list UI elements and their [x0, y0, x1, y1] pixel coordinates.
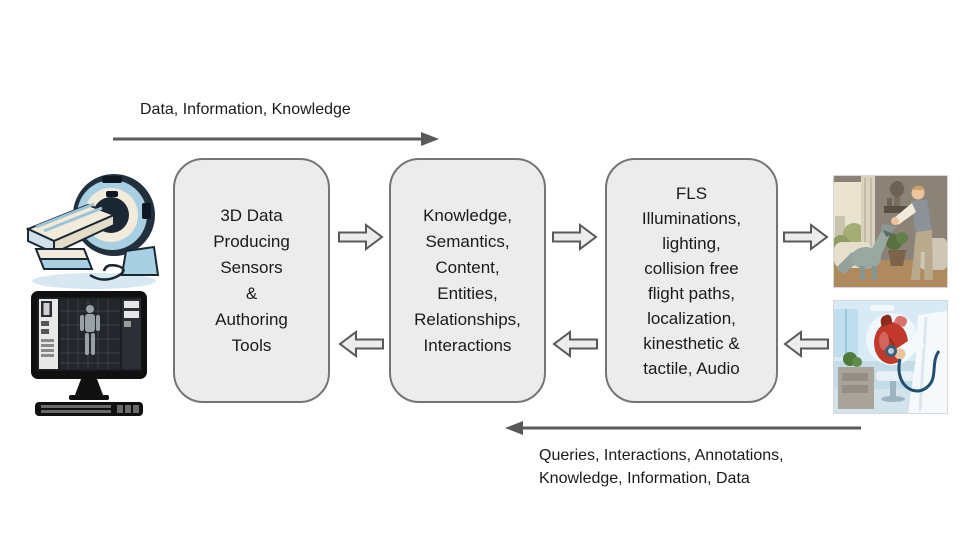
block-arrow-left-icon [338, 330, 384, 358]
box-text-line: Relationships, [414, 309, 521, 329]
box-knowledge-semantics: Knowledge, Semantics, Content, Entities,… [389, 158, 546, 403]
box-text-line: FLS [675, 183, 708, 203]
user-with-virtual-creature-photo [833, 175, 948, 288]
box-text-line: Interactions [423, 335, 512, 355]
box-text-line: tactile, Audio [643, 358, 740, 378]
box-fls-outputs: FLS Illuminations, lighting, collision f… [605, 158, 778, 403]
block-arrow-left-icon [783, 330, 829, 358]
block-arrow-right-icon [552, 223, 598, 251]
box-text-line: lighting, [662, 233, 721, 253]
box-text-line: Semantics, [425, 231, 510, 251]
ct-scanner-illustration [25, 174, 160, 289]
box-text-line: kinesthetic & [643, 333, 740, 353]
bottom-flow-label-line1: Queries, Interactions, Annotations, [539, 447, 784, 464]
box-text-line: Entities, [437, 283, 498, 303]
heart-examination-photo [833, 300, 948, 414]
right-long-arrow-icon [113, 132, 439, 146]
block-arrow-right-icon [338, 223, 384, 251]
box-3d-data-producing-sensors: 3D Data Producing Sensors & Authoring To… [173, 158, 330, 403]
box-text-line: 3D Data [220, 205, 283, 225]
left-long-arrow-icon [505, 421, 861, 435]
top-flow-label: Data, Information, Knowledge [140, 101, 351, 118]
box-text-line: collision free [644, 258, 739, 278]
box-text-line: Tools [231, 335, 272, 355]
3d-body-scan-monitor-illustration [31, 291, 147, 416]
box-text-line: Illuminations, [641, 208, 742, 228]
bottom-flow-label: Queries, Interactions, Annotations, Know… [539, 444, 784, 490]
box-text-line: Producing [213, 231, 290, 251]
bottom-flow-label-line2: Knowledge, Information, Data [539, 470, 750, 487]
box-text-line: Content, [435, 257, 500, 277]
box-text-line: Knowledge, [423, 205, 512, 225]
box-text-line: Sensors [220, 257, 283, 277]
box-text-line: localization, [647, 308, 736, 328]
block-arrow-right-icon [783, 223, 829, 251]
box-text-line: flight paths, [648, 283, 735, 303]
box-text-line: & [245, 283, 258, 303]
box-text-line: Authoring [215, 309, 288, 329]
block-arrow-left-icon [552, 330, 598, 358]
